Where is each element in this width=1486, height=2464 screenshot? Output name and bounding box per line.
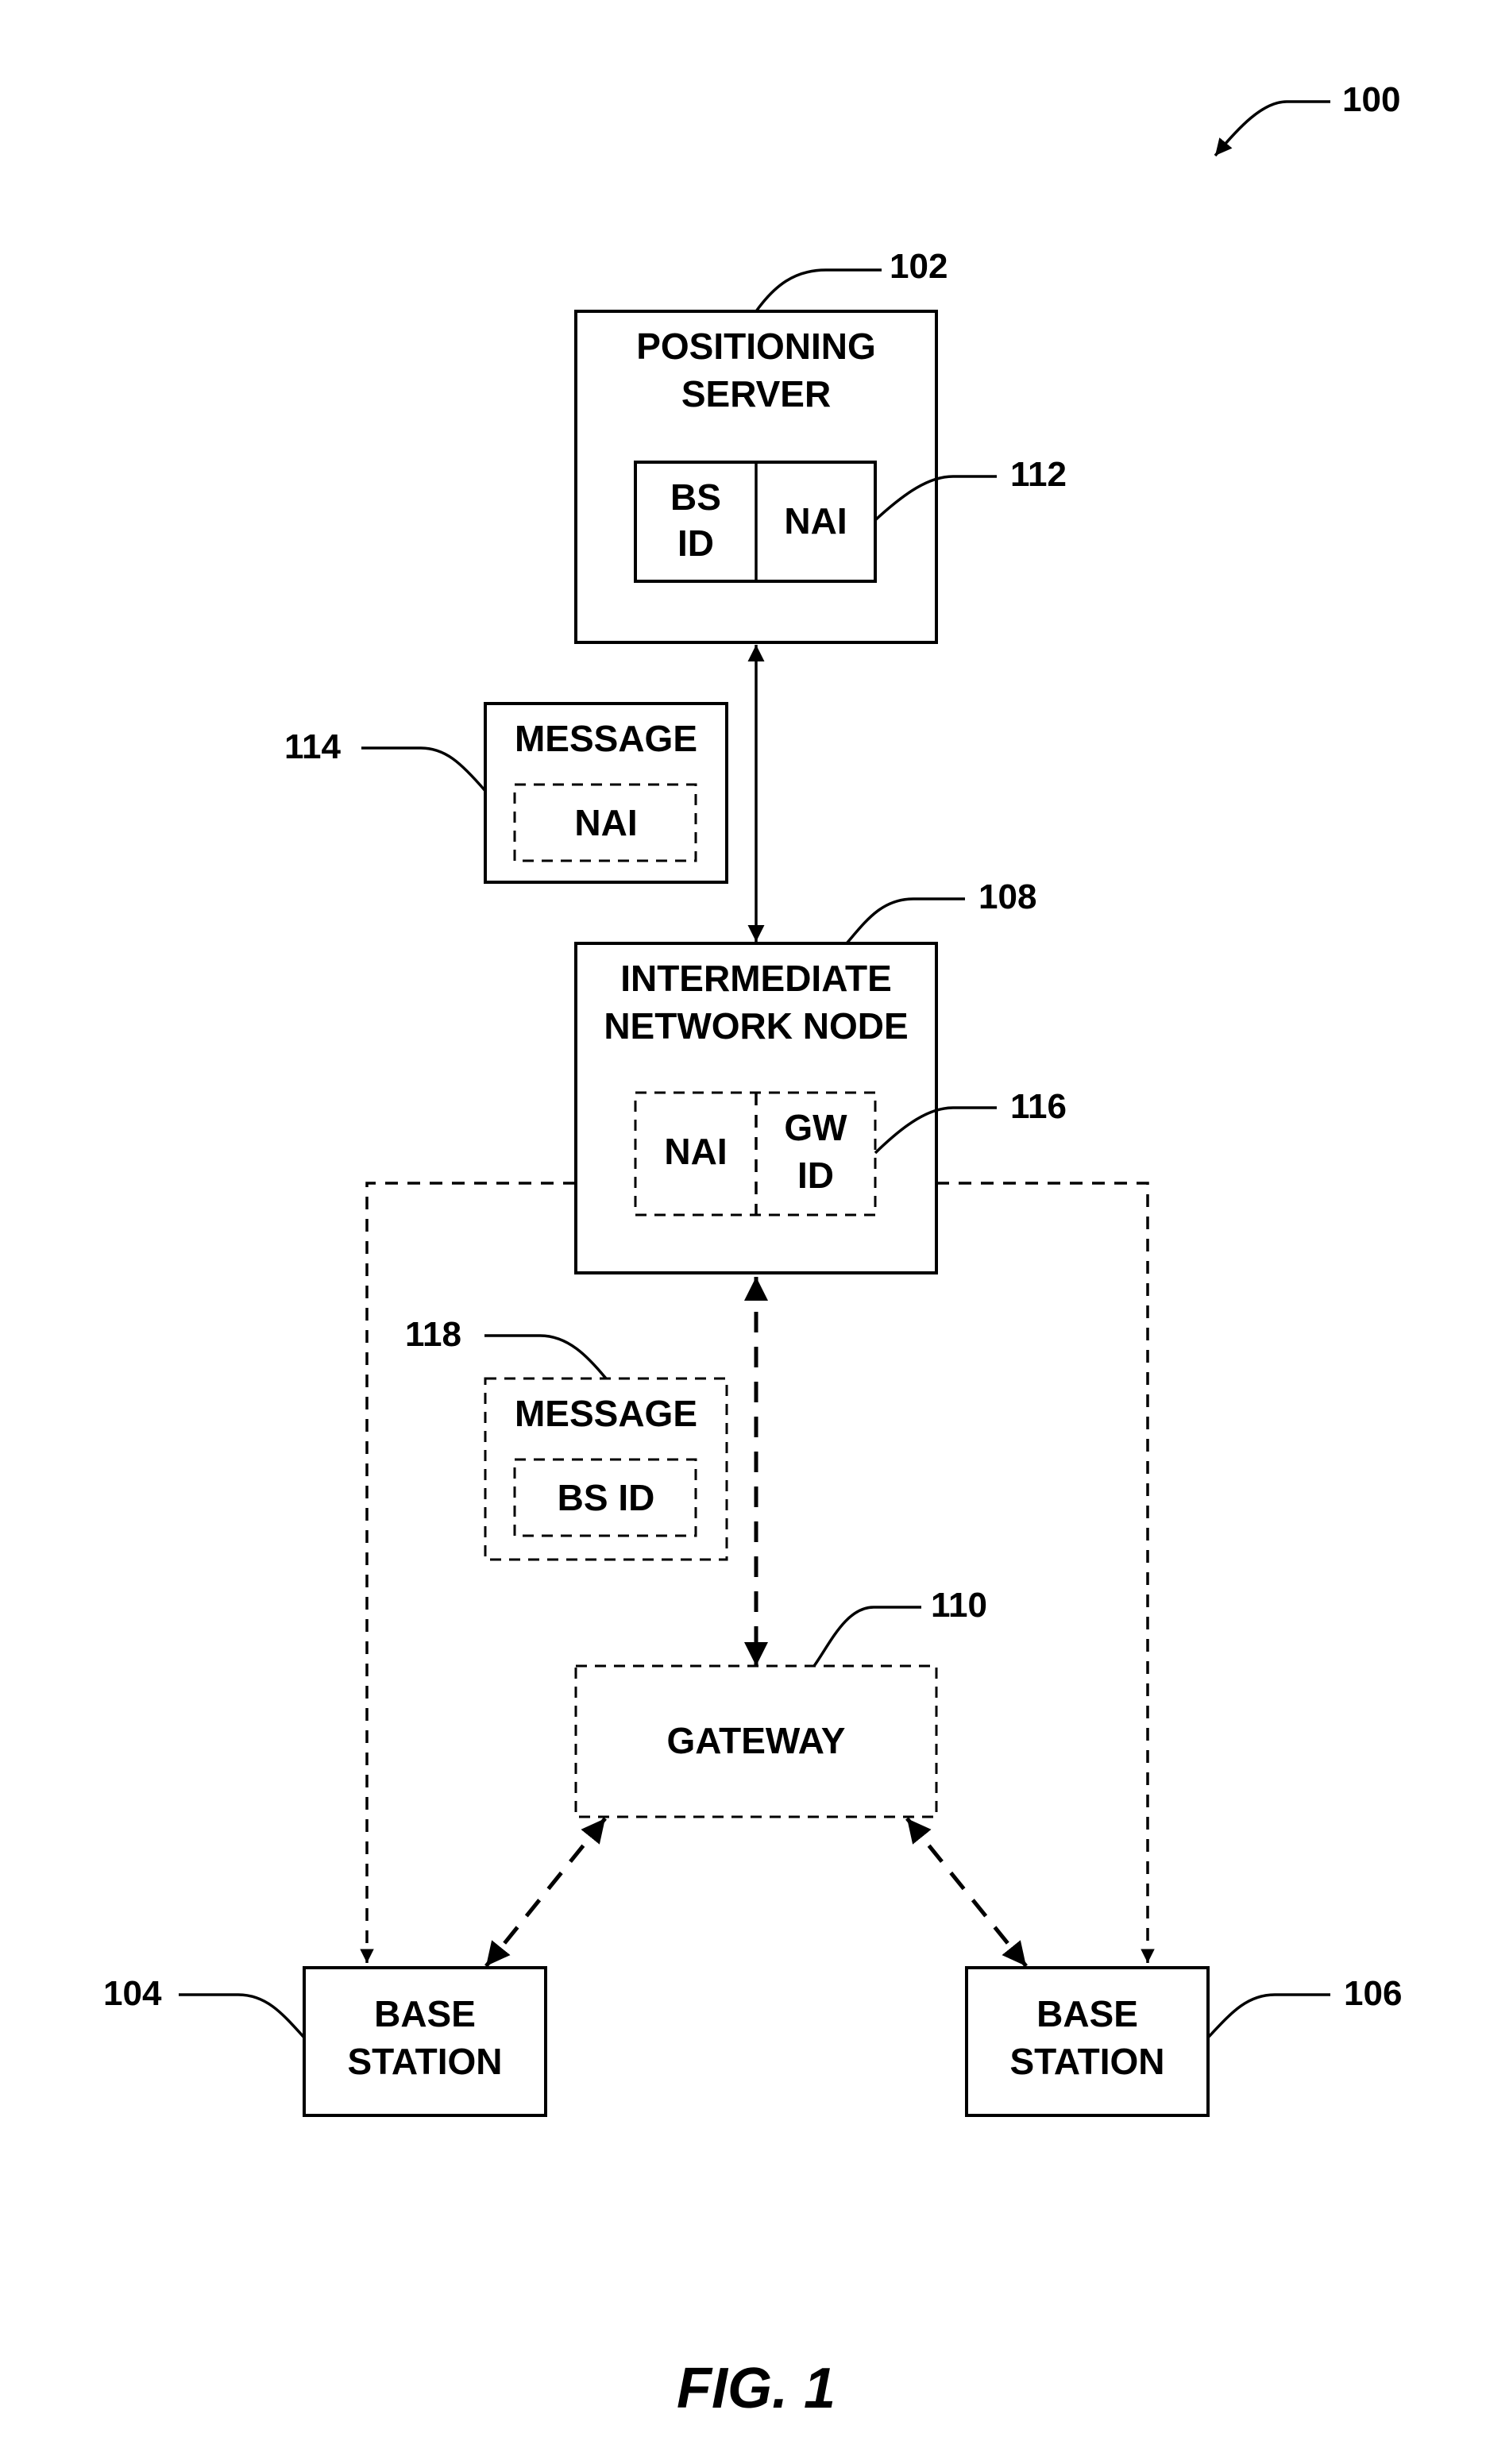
base-station-106-line1: BASE <box>1036 1993 1138 2034</box>
bs-id-field-line2: ID <box>677 522 714 564</box>
node-to-bs104-dashed-path <box>367 1183 576 1963</box>
ref-110-leader <box>814 1607 921 1666</box>
ref-112-label: 112 <box>1010 455 1067 494</box>
ref-102-label: 102 <box>890 247 948 286</box>
ref-100-label: 100 <box>1342 80 1400 119</box>
positioning-server-title-line2: SERVER <box>681 373 831 415</box>
message-118-title: MESSAGE <box>515 1393 697 1434</box>
message-114: MESSAGE NAI 114 <box>284 704 727 882</box>
positioning-server: POSITIONING SERVER BS ID NAI 102 112 <box>576 247 1067 642</box>
ref-104-label: 104 <box>103 1974 162 2013</box>
ref-114-leader <box>361 748 485 791</box>
ref-104-leader <box>179 1995 304 2038</box>
gateway-bs104-dashed-arrow <box>486 1818 605 1966</box>
base-station-104: BASE STATION 104 <box>103 1968 546 2115</box>
message-118-content: BS ID <box>558 1477 655 1518</box>
message-118: MESSAGE BS ID 118 <box>405 1315 727 1560</box>
nai-field-node: NAI <box>664 1131 727 1172</box>
ref-116-label: 116 <box>1010 1087 1067 1126</box>
gw-id-field-line1: GW <box>784 1107 847 1148</box>
ref-114-label: 114 <box>284 727 342 766</box>
base-station-106: BASE STATION 106 <box>967 1968 1402 2115</box>
base-station-104-line1: BASE <box>374 1993 476 2034</box>
message-114-title: MESSAGE <box>515 718 697 759</box>
nai-field: NAI <box>784 500 847 542</box>
gateway-bs106-dashed-arrow <box>907 1818 1026 1966</box>
figure-ref-100: 100 <box>1215 80 1400 156</box>
gateway: GATEWAY 110 <box>576 1586 987 1817</box>
intermediate-node-title-line2: NETWORK NODE <box>604 1005 908 1047</box>
intermediate-network-node: INTERMEDIATE NETWORK NODE NAI GW ID 108 … <box>576 877 1067 1273</box>
gateway-label: GATEWAY <box>667 1720 846 1761</box>
ref-106-label: 106 <box>1344 1974 1402 2013</box>
gw-id-field-line2: ID <box>797 1155 834 1196</box>
intermediate-node-title-line1: INTERMEDIATE <box>620 958 892 999</box>
base-station-104-line2: STATION <box>347 2041 502 2082</box>
ref-110-label: 110 <box>931 1586 987 1625</box>
ref-118-label: 118 <box>405 1315 461 1354</box>
bs-id-field-line1: BS <box>670 476 721 518</box>
node-to-bs106-dashed-path <box>936 1183 1148 1963</box>
figure-caption: FIG. 1 <box>677 2357 836 2420</box>
ref-106-leader <box>1208 1995 1330 2038</box>
ref-108-leader <box>847 899 965 943</box>
ref-102-leader <box>756 270 882 311</box>
positioning-server-title-line1: POSITIONING <box>636 326 876 367</box>
ref-118-leader <box>484 1336 606 1379</box>
ref-100-arrow <box>1215 102 1330 156</box>
message-114-content: NAI <box>574 802 637 843</box>
base-station-106-line2: STATION <box>1009 2041 1164 2082</box>
ref-108-label: 108 <box>978 877 1036 916</box>
